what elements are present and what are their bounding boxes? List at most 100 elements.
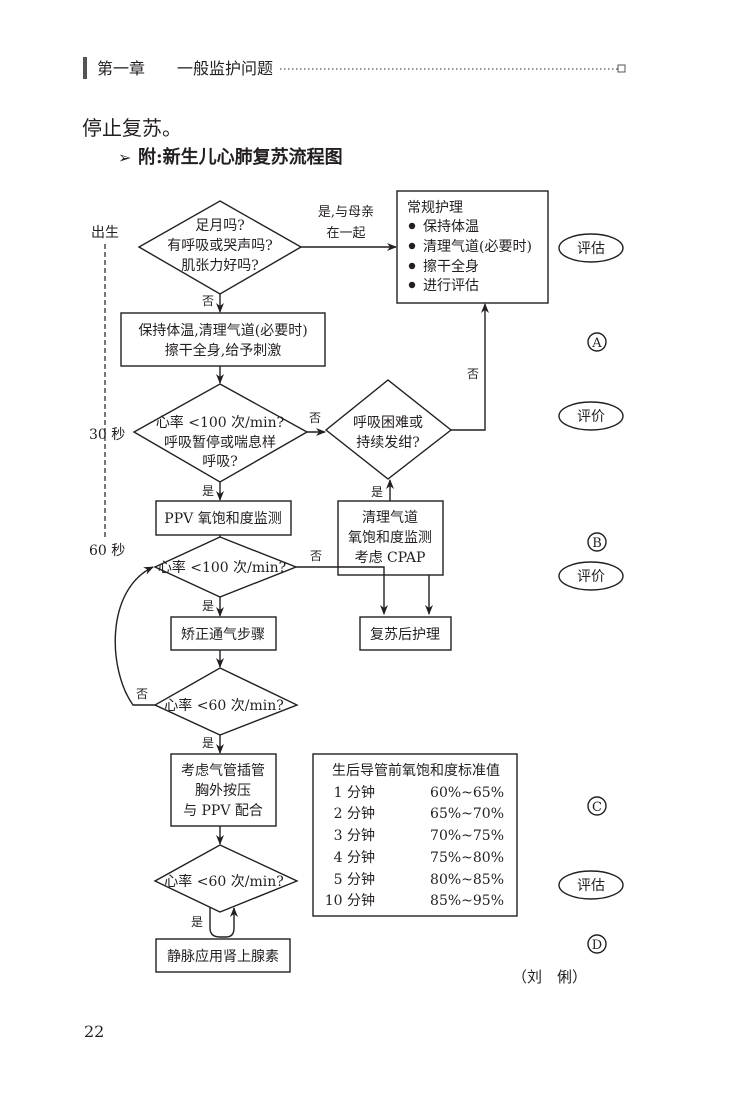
- correct-text: 矫正通气步骤: [181, 627, 265, 643]
- label-no: 否: [136, 687, 148, 701]
- box-ppv: PPV 氧饱和度监测: [155, 500, 292, 536]
- step-d-label: D: [592, 938, 602, 953]
- box-post-resuscitation-care: 复苏后护理: [359, 616, 452, 651]
- clear-line: 考虑 CPAP: [355, 550, 426, 566]
- timeline: 出生 30 秒 60 秒: [89, 225, 125, 559]
- row-value: 70%~75%: [430, 828, 504, 844]
- intubate-line: 胸外按压: [195, 783, 251, 799]
- step-d-circle: [587, 934, 607, 954]
- label-no: 否: [202, 294, 214, 308]
- routine-care-title: 常规护理: [407, 200, 463, 216]
- intubate-line: 考虑气管插管: [181, 763, 265, 779]
- author-credit: （刘 俐）: [512, 968, 587, 986]
- evaluate-oval: [558, 561, 624, 591]
- ppv-text: PPV 氧饱和度监测: [164, 511, 281, 527]
- d2-line: 呼吸暂停或喘息样: [164, 434, 276, 451]
- clear-line: 氧饱和度监测: [348, 530, 432, 546]
- table-row: 10 分钟 85%~95%: [325, 892, 504, 909]
- d6-text: 心率 <60 次/min?: [164, 873, 283, 890]
- routine-care-item: 擦干全身: [423, 258, 479, 275]
- row-value: 60%~65%: [430, 785, 504, 801]
- evaluate-oval: [558, 401, 624, 431]
- row-time: 1 分钟: [334, 784, 375, 801]
- post-care-text: 复苏后护理: [370, 626, 440, 643]
- label-yes: 是: [202, 484, 214, 498]
- box-epinephrine: 静脉应用肾上腺素: [155, 938, 291, 973]
- d1-line: 有呼吸或哭声吗?: [167, 238, 273, 254]
- epi-text: 静脉应用肾上腺素: [167, 948, 279, 965]
- step-c-circle: [587, 796, 607, 816]
- appendix-title: 附:新生儿心肺复苏流程图: [138, 146, 343, 168]
- arrow-bullet-icon: ➢: [118, 148, 131, 167]
- header-end-square: [617, 64, 626, 73]
- side-labels: 评估 A 评价 B 评价 C 评估 D: [558, 233, 624, 954]
- header-bar: [83, 57, 87, 79]
- d5-text: 心率 <60 次/min?: [164, 697, 283, 714]
- clear-line: 清理气道: [362, 510, 418, 526]
- decision-initial-assessment: 足月吗? 有呼吸或哭声吗? 肌张力好吗?: [137, 200, 303, 295]
- chapter-title: 一般监护问题: [177, 59, 273, 78]
- box2-line: 保持体温,清理气道(必要时): [138, 323, 307, 339]
- evaluate-label: 评价: [577, 569, 605, 585]
- row-value: 80%~85%: [430, 872, 504, 888]
- step-a-label: A: [591, 336, 602, 351]
- decision-labored-breathing: 呼吸困难或 持续发绀?: [324, 379, 453, 480]
- decision-hr-100: 心率 <100 次/min?: [153, 536, 298, 598]
- step-b-circle: [587, 532, 607, 552]
- timeline-60s: 60 秒: [89, 543, 125, 559]
- label-yes-with-mother: 是,与母亲: [318, 205, 374, 220]
- label-yes: 是: [202, 736, 214, 750]
- d1-line: 足月吗?: [195, 218, 245, 234]
- row-value: 85%~95%: [430, 893, 504, 909]
- step-a-circle: [587, 332, 607, 352]
- d3-line: 持续发绀?: [356, 434, 420, 451]
- row-time: 5 分钟: [334, 871, 375, 888]
- table-row: 5 分钟 80%~85%: [334, 871, 504, 888]
- bullet-icon: [408, 262, 416, 270]
- timeline-30s: 30 秒: [89, 427, 125, 443]
- running-header: 第一章 一般监护问题: [83, 57, 626, 79]
- bullet-icon: [408, 222, 416, 230]
- evaluate-label: 评价: [577, 409, 605, 425]
- box-clear-airway-cpap: 清理气道 氧饱和度监测 考虑 CPAP: [337, 500, 444, 576]
- box-intubate-compressions: 考虑气管插管 胸外按压 与 PPV 配合: [170, 753, 277, 827]
- assess-oval: [558, 233, 624, 263]
- row-time: 4 分钟: [334, 849, 375, 866]
- label-yes: 是: [202, 599, 214, 613]
- decision-hr-apnea: 心率 <100 次/min? 呼吸暂停或喘息样 呼吸?: [132, 383, 309, 483]
- d2-line: 呼吸?: [202, 454, 238, 470]
- row-time: 10 分钟: [325, 892, 375, 909]
- label-no: 否: [309, 411, 321, 425]
- d4-text: 心率 <100 次/min?: [158, 559, 286, 576]
- bullet-icon: [408, 242, 416, 250]
- assess-label: 评估: [577, 241, 605, 257]
- page-number: 22: [84, 1022, 104, 1041]
- arrow-d4-no-post-care: [296, 566, 388, 615]
- table-row: 1 分钟 60%~65%: [334, 784, 504, 801]
- assess-label: 评估: [577, 878, 605, 894]
- decision-hr-60: 心率 <60 次/min?: [153, 667, 299, 736]
- label-yes-with-mother: 在一起: [326, 226, 365, 241]
- row-time: 3 分钟: [334, 827, 375, 844]
- arrow-d3-no-routine: [451, 303, 489, 431]
- label-no: 否: [467, 367, 479, 381]
- step-c-label: C: [592, 800, 602, 815]
- box-correct-ventilation: 矫正通气步骤: [170, 616, 277, 651]
- assess-oval: [558, 870, 624, 900]
- routine-care-item: 保持体温: [423, 219, 479, 235]
- table-row: 2 分钟 65%~70%: [334, 805, 504, 822]
- routine-care-item: 清理气道(必要时): [423, 239, 532, 255]
- label-no: 否: [310, 549, 322, 563]
- d3-line: 呼吸困难或: [353, 415, 423, 431]
- row-time: 2 分钟: [334, 805, 375, 822]
- row-value: 75%~80%: [430, 850, 504, 866]
- d1-line: 肌张力好吗?: [181, 258, 259, 274]
- arrow-d6-yes-loop: [209, 907, 238, 938]
- routine-care-item: 进行评估: [423, 278, 479, 294]
- paragraph-end: 停止复苏。: [82, 116, 182, 140]
- decision-hr-60-second: 心率 <60 次/min?: [153, 844, 299, 913]
- box-warm-clear-dry: 保持体温,清理气道(必要时) 擦干全身,给予刺激: [120, 312, 326, 367]
- table-row: 4 分钟 75%~80%: [334, 849, 504, 866]
- label-yes: 是: [191, 915, 203, 929]
